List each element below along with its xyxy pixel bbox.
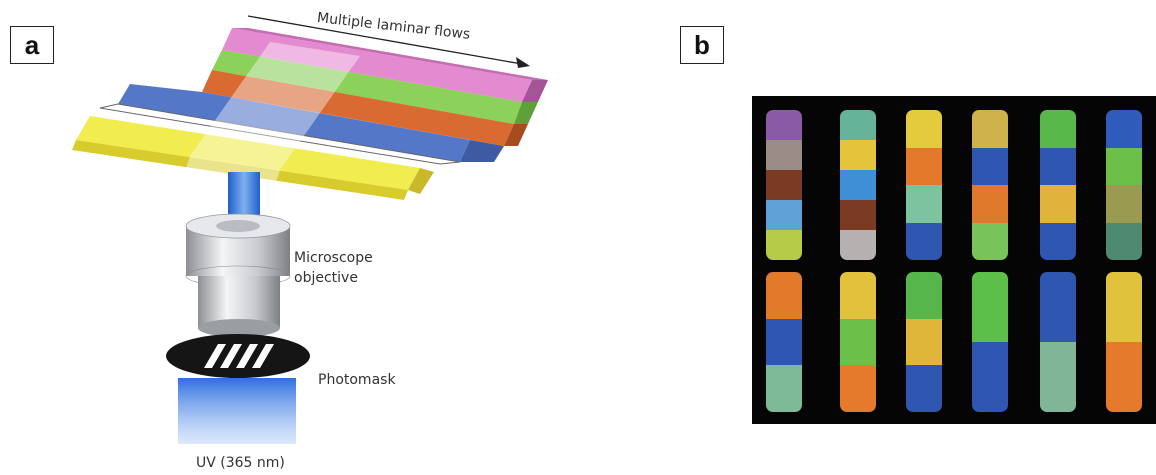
particle-segment bbox=[766, 318, 802, 366]
particle-segment bbox=[1106, 222, 1142, 260]
particle-segment bbox=[906, 272, 942, 319]
particle-segment bbox=[840, 272, 876, 319]
particle-top-5 bbox=[1040, 110, 1076, 260]
particle-segment bbox=[766, 200, 802, 230]
panel-label-b: b bbox=[680, 26, 724, 64]
particle-top-1 bbox=[766, 110, 802, 260]
particle-segment bbox=[840, 365, 876, 412]
particle-segment bbox=[840, 200, 876, 230]
particle-bottom-5 bbox=[1040, 272, 1076, 412]
objective-label-line2: objective bbox=[294, 270, 358, 286]
particle-segment bbox=[972, 342, 1008, 412]
particle-segment bbox=[1106, 147, 1142, 185]
particle-top-6 bbox=[1106, 110, 1142, 260]
particle-segment bbox=[1040, 185, 1076, 223]
particle-segment bbox=[766, 170, 802, 200]
particle-top-4 bbox=[972, 110, 1008, 260]
particle-segment bbox=[972, 185, 1008, 223]
particle-segment bbox=[840, 170, 876, 200]
panel-label-a: a bbox=[10, 26, 54, 64]
particle-segment bbox=[766, 140, 802, 170]
objective-label: Microscope objective bbox=[294, 248, 373, 288]
particle-bottom-4 bbox=[972, 272, 1008, 412]
particle-segment bbox=[766, 110, 802, 140]
particle-segment bbox=[972, 110, 1008, 148]
microscope-objective bbox=[185, 213, 291, 337]
particle-bottom-3 bbox=[906, 272, 942, 412]
particle-segment bbox=[1106, 272, 1142, 342]
particle-segment bbox=[906, 222, 942, 260]
particle-top-3 bbox=[906, 110, 942, 260]
particle-segment bbox=[906, 185, 942, 223]
particle-segment bbox=[972, 147, 1008, 185]
particle-segment bbox=[1040, 342, 1076, 412]
flow-arrow bbox=[247, 15, 530, 68]
particle-bottom-1 bbox=[766, 272, 802, 412]
particle-segment bbox=[1040, 147, 1076, 185]
particle-segment bbox=[1106, 342, 1142, 412]
particle-top-2 bbox=[840, 110, 876, 260]
objective-label-line1: Microscope bbox=[294, 250, 373, 266]
particle-segment bbox=[840, 110, 876, 140]
particle-segment bbox=[906, 318, 942, 366]
uv-label: UV (365 nm) bbox=[196, 455, 285, 471]
particle-segment bbox=[840, 230, 876, 260]
particle-segment bbox=[840, 318, 876, 366]
particle-segment bbox=[1040, 110, 1076, 148]
particle-segment bbox=[766, 365, 802, 412]
particle-segment bbox=[906, 110, 942, 148]
particle-segment bbox=[766, 272, 802, 319]
photomask bbox=[166, 334, 310, 378]
particle-bottom-6 bbox=[1106, 272, 1142, 412]
particle-segment bbox=[972, 222, 1008, 260]
particle-segment bbox=[1106, 185, 1142, 223]
particle-segment bbox=[972, 272, 1008, 342]
particle-segment bbox=[766, 230, 802, 260]
laminar-flow-stack bbox=[72, 28, 548, 200]
particle-segment bbox=[1040, 222, 1076, 260]
uv-light-source bbox=[178, 378, 296, 444]
particle-segment bbox=[906, 147, 942, 185]
photomask-label: Photomask bbox=[318, 372, 396, 388]
particle-segment bbox=[840, 140, 876, 170]
particle-photo bbox=[752, 96, 1156, 424]
particle-segment bbox=[1040, 272, 1076, 342]
particle-bottom-2 bbox=[840, 272, 876, 412]
particle-segment bbox=[1106, 110, 1142, 148]
flow-lithography-diagram bbox=[72, 15, 548, 444]
particle-segment bbox=[906, 365, 942, 412]
